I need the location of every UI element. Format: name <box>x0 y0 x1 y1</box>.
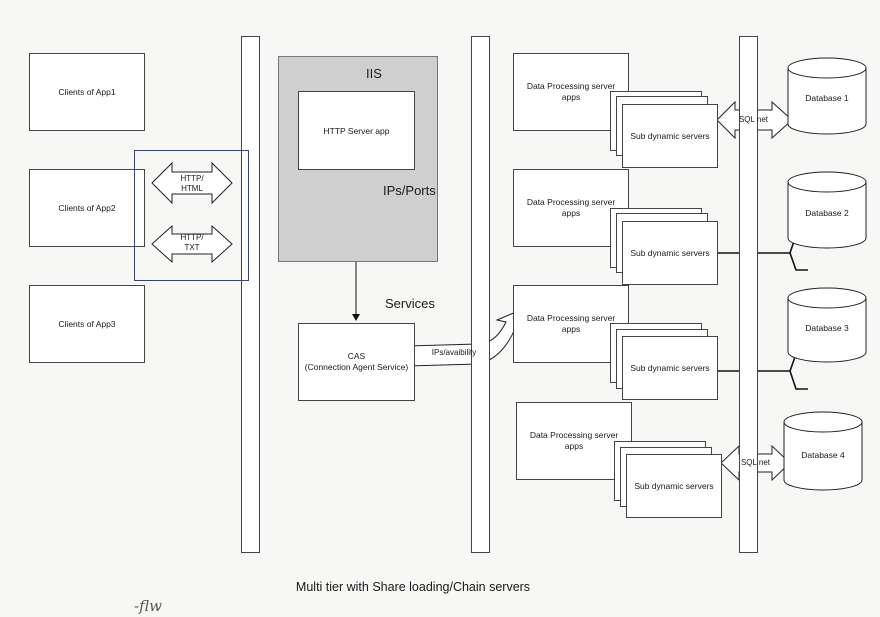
http-server-label: HTTP Server app <box>323 125 390 136</box>
dp-box-4: Data Processing server apps <box>516 402 632 480</box>
client-label: Clients of App3 <box>58 319 116 329</box>
database-label-2: Database 2 <box>805 208 849 218</box>
network-bar-3 <box>739 36 758 553</box>
cas-label: CAS (Connection Agent Service) <box>304 351 409 372</box>
database-2-cylinder <box>787 171 867 249</box>
ips-ports-label: IPs/Ports <box>383 183 436 198</box>
sql-net-label-4: SQL net <box>740 458 771 467</box>
database-label-1: Database 1 <box>805 93 849 103</box>
sub-server-label: Sub dynamic servers <box>630 248 710 258</box>
db3-connector <box>712 353 808 390</box>
diagram-title: Multi tier with Share loading/Chain serv… <box>295 580 531 594</box>
sub-server-label: Sub dynamic servers <box>630 363 710 373</box>
sql-net-label-1: SQL net <box>738 115 769 124</box>
client-label: Clients of App1 <box>58 87 116 97</box>
client-box-app1: Clients of App1 <box>29 53 145 131</box>
dp-box-2: Data Processing server apps <box>513 169 629 247</box>
dp-box-1: Data Processing server apps <box>513 53 629 131</box>
handwritten-note: -flw <box>134 597 162 615</box>
dp-box-3: Data Processing server apps <box>513 285 629 363</box>
dp-label-2: Data Processing server apps <box>526 197 616 218</box>
http-txt-arrow <box>151 224 233 264</box>
network-bar-2 <box>471 36 490 553</box>
sub-server-box-4: Sub dynamic servers <box>626 454 722 518</box>
network-bar-1 <box>241 36 260 553</box>
dp-label-3: Data Processing server apps <box>526 313 616 334</box>
sub-server-box-1: Sub dynamic servers <box>622 104 718 168</box>
protocol-frame <box>134 150 249 281</box>
client-label: Clients of App2 <box>58 203 116 213</box>
database-label-3: Database 3 <box>805 323 849 333</box>
dp-label-1: Data Processing server apps <box>526 81 616 102</box>
database-3-cylinder <box>787 287 867 363</box>
protocol-label-html: HTTP/ HTML <box>180 174 204 193</box>
sub-server-label: Sub dynamic servers <box>634 481 714 491</box>
cas-box: CAS (Connection Agent Service) <box>298 323 415 401</box>
client-box-app2: Clients of App2 <box>29 169 145 247</box>
protocol-label-txt: HTTP/ TXT <box>180 233 204 252</box>
services-label: Services <box>385 296 435 311</box>
sub-server-label: Sub dynamic servers <box>630 131 710 141</box>
http-server-box: HTTP Server app <box>298 91 415 170</box>
ips-availability-label: IPs/avaibility <box>431 348 477 357</box>
sub-server-box-2: Sub dynamic servers <box>622 221 718 285</box>
database-label-4: Database 4 <box>801 450 845 460</box>
iis-title: IIS <box>366 66 382 81</box>
database-4-cylinder <box>783 411 863 491</box>
sub-server-box-3: Sub dynamic servers <box>622 336 718 400</box>
database-1-cylinder <box>787 57 867 135</box>
dp-label-4: Data Processing server apps <box>529 430 619 451</box>
client-box-app3: Clients of App3 <box>29 285 145 363</box>
http-html-arrow <box>151 161 233 205</box>
